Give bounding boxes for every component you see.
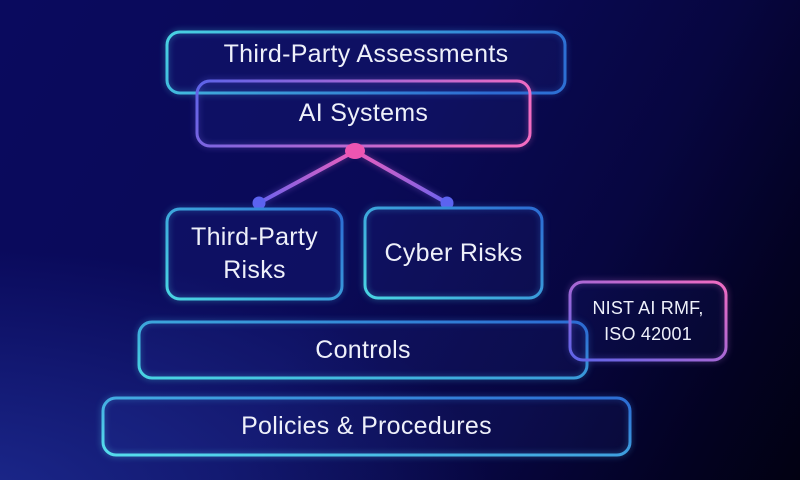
edge-target-dot-right [440, 196, 454, 210]
node-box-nist-ai-rmf-iso-42001 [568, 280, 728, 362]
edge-target-dot-left [252, 196, 266, 210]
edge-source-dot [345, 143, 365, 159]
node-box-third-party-risks [165, 207, 344, 301]
shape-layer [101, 30, 728, 457]
node-box-cyber-risks [363, 206, 544, 300]
node-box-third-party-assessments [165, 30, 567, 95]
edge-ai-systems-to-third-party-risks [257, 149, 357, 205]
node-box-ai-systems [195, 79, 532, 148]
node-box-policies-procedures [101, 396, 632, 457]
edge-ai-systems-to-cyber-risks [353, 149, 449, 205]
node-box-controls [137, 320, 589, 380]
